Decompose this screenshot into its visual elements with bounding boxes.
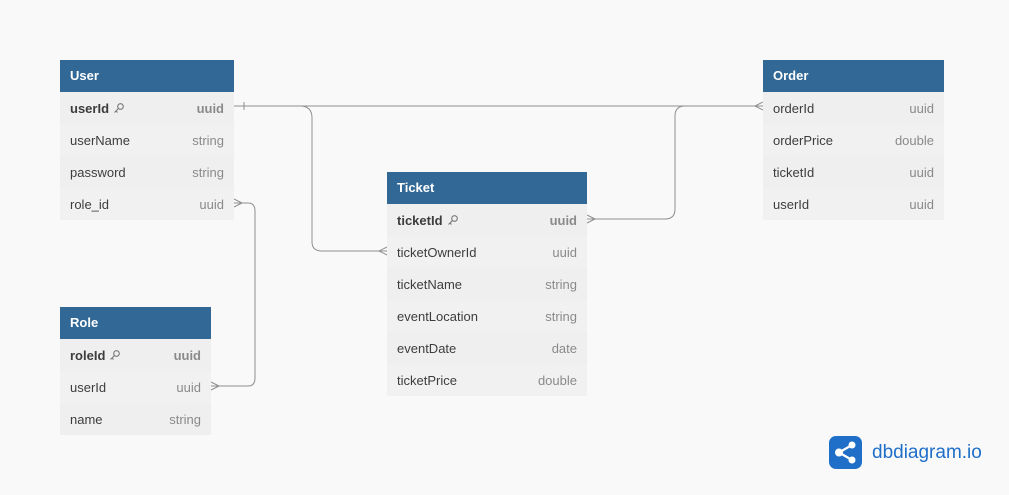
column-row-user-userName[interactable]: userName string: [60, 124, 234, 156]
column-row-order-orderId[interactable]: orderId uuid: [763, 92, 944, 124]
column-row-ticket-ticketOwnerId[interactable]: ticketOwnerId uuid: [387, 236, 587, 268]
many-marker: [754, 101, 764, 111]
column-row-order-orderPrice[interactable]: orderPrice double: [763, 124, 944, 156]
column-name-wrap: eventLocation: [397, 309, 478, 324]
column-name-wrap: ticketName: [397, 277, 462, 292]
column-name-wrap: userId: [70, 101, 125, 116]
column-name-wrap: orderPrice: [773, 133, 833, 148]
column-name: userId: [70, 379, 107, 395]
column-type: uuid: [199, 196, 224, 212]
column-row-ticket-ticketId[interactable]: ticketId uuid: [387, 204, 587, 236]
column-name-wrap: userId: [70, 380, 106, 395]
column-name: ticketPrice: [397, 372, 457, 388]
primary-key-icon: [447, 214, 458, 225]
column-name: password: [70, 164, 126, 180]
column-row-order-userId[interactable]: userId uuid: [763, 188, 944, 220]
table-columns: userId uuid userName string password string ro…: [60, 92, 234, 220]
column-name-wrap: ticketPrice: [397, 373, 457, 388]
column-name-wrap: ticketId: [397, 213, 459, 228]
table-user[interactable]: User userId uuid userName string password stri…: [60, 60, 234, 220]
column-row-user-password[interactable]: password string: [60, 156, 234, 188]
column-name-wrap: userId: [773, 197, 809, 212]
edge-ticket-order[interactable]: [587, 105, 763, 220]
brand-name: dbdiagram.io: [872, 441, 982, 463]
primary-key-icon: [110, 349, 121, 360]
column-type: double: [894, 132, 934, 148]
column-name: userId: [70, 100, 110, 116]
column-type: date: [551, 340, 577, 356]
column-name: ticketId: [773, 164, 815, 180]
column-name: ticketId: [397, 212, 443, 228]
column-name-wrap: eventDate: [397, 341, 456, 356]
table-header-role[interactable]: Role: [60, 307, 211, 339]
column-name: roleId: [70, 347, 106, 363]
column-row-ticket-eventLocation[interactable]: eventLocation string: [387, 300, 587, 332]
dbdiagram-logo-icon: [829, 436, 862, 469]
column-name-wrap: orderId: [773, 101, 814, 116]
table-role[interactable]: Role roleId uuid userId uuid name string: [60, 307, 211, 435]
column-type: uuid: [173, 347, 201, 363]
brand-logo[interactable]: dbdiagram.io: [829, 436, 982, 469]
column-row-ticket-ticketPrice[interactable]: ticketPrice double: [387, 364, 587, 396]
column-type: double: [537, 372, 577, 388]
column-name-wrap: ticketOwnerId: [397, 245, 476, 260]
table-order[interactable]: Order orderId uuid orderPrice double ticketId…: [763, 60, 944, 220]
column-row-role-name[interactable]: name string: [60, 403, 211, 435]
column-name-wrap: password: [70, 165, 126, 180]
column-row-ticket-ticketName[interactable]: ticketName string: [387, 268, 587, 300]
primary-key-icon: [114, 102, 124, 113]
column-name: orderId: [773, 100, 815, 116]
table-header-order[interactable]: Order: [763, 60, 944, 92]
column-row-user-role_id[interactable]: role_id uuid: [60, 188, 234, 220]
many-marker: [210, 381, 220, 391]
many-marker: [233, 198, 243, 208]
column-type: uuid: [909, 100, 934, 116]
table-header-ticket[interactable]: Ticket: [387, 172, 587, 204]
table-header-user[interactable]: User: [60, 60, 234, 92]
column-row-user-userId[interactable]: userId uuid: [60, 92, 234, 124]
column-name: name: [70, 411, 103, 427]
column-name: orderPrice: [773, 132, 833, 148]
column-name-wrap: role_id: [70, 197, 109, 212]
column-type: string: [545, 308, 577, 324]
column-name: eventLocation: [397, 308, 478, 324]
column-name-wrap: userName: [70, 133, 130, 148]
column-type: uuid: [196, 100, 224, 116]
column-type: string: [192, 164, 224, 180]
column-type: uuid: [909, 164, 934, 180]
column-type: uuid: [909, 196, 934, 212]
column-type: uuid: [552, 244, 577, 260]
column-name: userId: [773, 196, 810, 212]
column-name: ticketName: [397, 276, 463, 292]
many-marker: [586, 214, 596, 224]
column-row-ticket-eventDate[interactable]: eventDate date: [387, 332, 587, 364]
many-marker: [378, 246, 388, 256]
column-type: uuid: [176, 379, 201, 395]
column-type: string: [169, 411, 201, 427]
column-name: userName: [70, 132, 130, 148]
edge-user-ticket[interactable]: [299, 105, 387, 252]
column-name-wrap: ticketId: [773, 165, 814, 180]
column-name: role_id: [70, 196, 110, 212]
column-name-wrap: roleId: [70, 348, 121, 363]
column-row-role-userId[interactable]: userId uuid: [60, 371, 211, 403]
column-name: eventDate: [397, 340, 457, 356]
column-type: uuid: [549, 212, 577, 228]
column-type: string: [545, 276, 577, 292]
table-columns: ticketId uuid ticketOwnerId uuid ticketName s…: [387, 204, 587, 396]
edge-user-role[interactable]: [211, 202, 256, 387]
column-row-role-roleId[interactable]: roleId uuid: [60, 339, 211, 371]
table-columns: roleId uuid userId uuid name string: [60, 339, 211, 435]
column-row-order-ticketId[interactable]: ticketId uuid: [763, 156, 944, 188]
column-name: ticketOwnerId: [397, 244, 477, 260]
column-type: string: [192, 132, 224, 148]
column-name-wrap: name: [70, 412, 103, 427]
